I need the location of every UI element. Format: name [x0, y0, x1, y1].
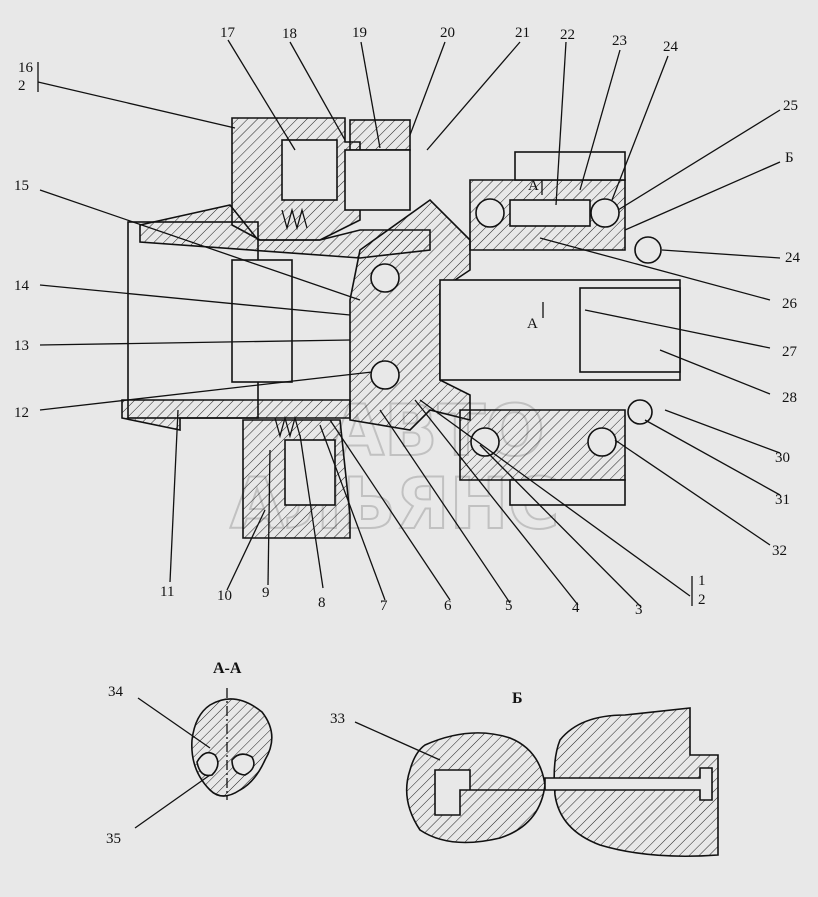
callout-21: 21 — [515, 25, 530, 41]
callout-33: 33 — [330, 711, 345, 727]
callout-13: 13 — [14, 338, 29, 354]
callout-35: 35 — [106, 831, 121, 847]
section-mark-a-upper: А — [528, 178, 539, 194]
callout-15: 15 — [14, 178, 29, 194]
flange-lower — [121, 399, 351, 431]
detail-view-b: Б 33 — [330, 690, 719, 858]
callout-11: 11 — [160, 584, 174, 600]
ball-bearing-lower-left — [470, 427, 500, 457]
callout-24-top: 24 — [663, 39, 679, 55]
callout-3: 3 — [635, 602, 643, 618]
gear-teeth-lower — [509, 479, 626, 506]
leader-lines — [37, 39, 781, 607]
needle-roller-22 — [509, 199, 591, 227]
callout-10: 10 — [217, 588, 232, 604]
callout-4: 4 — [572, 600, 580, 616]
callout-20: 20 — [440, 25, 455, 41]
section-aa-body — [191, 698, 273, 797]
fraction-den-top: 2 — [18, 78, 26, 94]
fraction-num-bottom: 1 — [698, 573, 706, 589]
bearing-upper-center — [370, 263, 400, 293]
callout-24-right: 24 — [785, 250, 801, 266]
callout-26: 26 — [782, 296, 798, 312]
callout-17: 17 — [220, 25, 236, 41]
fraction-num-top: 16 — [18, 60, 34, 76]
detail-b-pin-33 — [434, 767, 713, 816]
shaft-sleeve — [579, 287, 681, 373]
detail-title-b: Б — [512, 690, 523, 707]
callout-14: 14 — [14, 278, 30, 294]
detail-section-aa: А-А 34 35 — [106, 660, 273, 847]
bearing-lower-center — [370, 360, 400, 390]
callout-9: 9 — [262, 585, 270, 601]
callout-5: 5 — [505, 598, 513, 614]
needle-bearing-upper — [344, 149, 411, 211]
callout-18: 18 — [282, 26, 297, 42]
callout-25: 25 — [783, 98, 798, 114]
ball-bearing-31 — [627, 399, 653, 425]
callout-23: 23 — [612, 33, 627, 49]
callout-8: 8 — [318, 595, 326, 611]
callout-32: 32 — [772, 543, 787, 559]
callout-31: 31 — [775, 492, 790, 508]
spring-lower — [274, 415, 301, 439]
inner-sleeve — [231, 259, 293, 383]
callout-34: 34 — [108, 684, 124, 700]
ball-bearing-upper-left — [475, 198, 505, 228]
section-aa-groove — [231, 753, 255, 776]
callout-7: 7 — [380, 598, 388, 614]
section-aa-pin — [196, 751, 219, 777]
callout-30: 30 — [775, 450, 790, 466]
callout-labels: 16 2 17 18 19 20 21 22 23 24 25 Б 24 26 … — [14, 25, 801, 618]
gear-teeth-upper — [514, 151, 626, 181]
section-mark-b: Б — [785, 150, 794, 166]
detail-b-left-body — [405, 732, 546, 844]
friction-pack-upper — [281, 139, 338, 201]
main-assembly — [121, 117, 681, 539]
detail-title-aa: А-А — [213, 660, 242, 677]
fraction-den-bottom: 2 — [698, 592, 706, 608]
friction-pack-lower — [284, 439, 336, 506]
callout-27: 27 — [782, 344, 798, 360]
ball-bearing-upper-right — [590, 198, 620, 228]
section-mark-a-lower: А — [527, 316, 538, 332]
spring-upper — [281, 207, 308, 231]
callout-19: 19 — [352, 25, 367, 41]
callout-22: 22 — [560, 27, 575, 43]
ball-bearing-24 — [634, 236, 662, 264]
ball-bearing-lower-right — [587, 427, 617, 457]
callout-6: 6 — [444, 598, 452, 614]
callout-28: 28 — [782, 390, 797, 406]
callout-12: 12 — [14, 405, 29, 421]
